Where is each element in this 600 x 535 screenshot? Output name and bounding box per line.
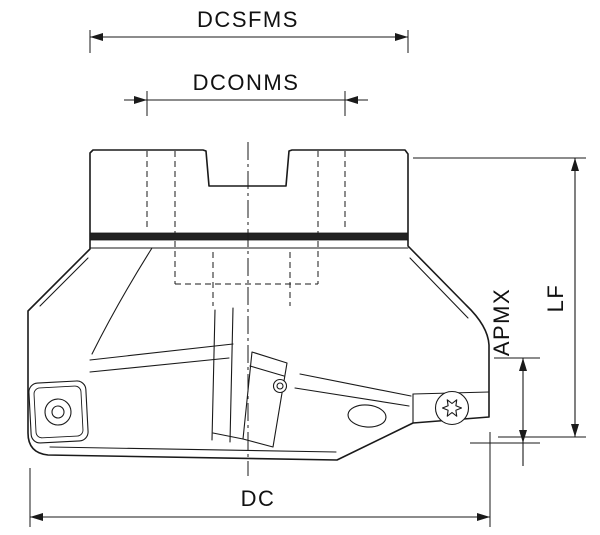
insert-outline [242,351,288,448]
face-line [89,343,234,361]
dcsfms-label: DCSFMS [197,7,299,32]
dc-label: DC [241,486,276,511]
arrowhead-top [571,158,579,171]
flute-curve [91,247,153,355]
lf-label: LF [543,284,568,313]
clamping-groove [89,232,409,241]
arrowhead-bottom [519,430,527,443]
body-outline [27,149,490,461]
face-line [294,387,410,407]
dimension-dconms: DCONMS [124,70,368,116]
arrowhead-left [134,96,147,104]
pocket-wall-line [211,309,216,441]
dimension-lf: LF [413,157,586,438]
pocket-bottom-line [212,432,244,440]
arrowhead-right [345,96,358,104]
face-line [299,373,412,397]
arrowhead-right [395,33,408,41]
coolant-slot-oval [347,404,387,428]
apmx-label: APMX [489,288,514,356]
left-screw-inner [51,405,65,419]
insert-screw-inner [276,382,284,390]
right-chamfer-line [409,257,469,319]
dconms-label: DCONMS [193,70,300,95]
bottom-edge-line [49,446,337,453]
torx-screw-head [434,390,470,426]
pocket-wall-line [229,307,234,443]
torx-star-icon [441,399,463,417]
face-line [89,357,230,373]
body-detail-lines [39,247,490,453]
dimension-dc: DC [29,432,491,527]
torx-screw [434,390,470,426]
left-insert [28,380,89,444]
hidden-bore-lines [146,151,346,306]
arrowhead-bottom [571,424,579,437]
arrowhead-left [90,33,103,41]
left-screw-outer [44,398,72,426]
left-chamfer-line [39,257,89,307]
center-insert [212,351,288,448]
left-insert-inner-edge [33,385,84,439]
cutter-body [27,142,490,476]
arrowhead-right [477,513,490,521]
insert-edge-line [249,365,285,377]
dimension-dcsfms: DCSFMS [89,7,409,53]
insert-screw-outer [272,378,288,394]
arrowhead-left [30,513,43,521]
dimension-apmx: APMX [470,288,540,466]
arrowhead-top [519,358,527,371]
